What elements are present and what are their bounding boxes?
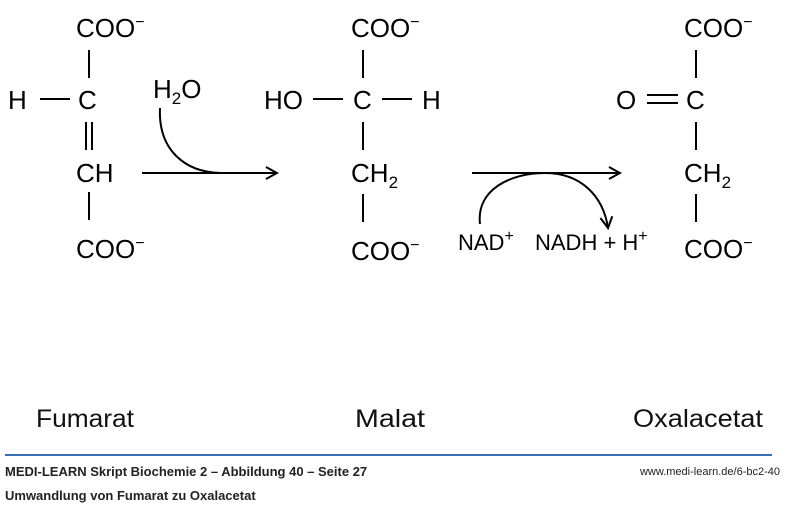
footer-url: www.medi-learn.de/6-bc2-40 (639, 466, 780, 478)
label-fumarat: Fumarat (36, 405, 134, 433)
svg-text:O: O (616, 85, 636, 115)
fumarate-structure: COO− H C CH COO− (8, 13, 145, 264)
footer-subtitle: Umwandlung von Fumarat zu Oxalacetat (5, 488, 256, 503)
svg-text:H2O: H2O (153, 74, 201, 108)
svg-text:CH2: CH2 (684, 158, 731, 192)
malate-structure: COO− HO C H CH2 COO− (264, 13, 441, 266)
hydration-arrow: H2O (142, 74, 277, 173)
label-malat: Malat (355, 405, 425, 433)
svg-text:COO−: COO− (684, 13, 753, 43)
footer-divider (5, 454, 772, 456)
svg-text:HO: HO (264, 85, 303, 115)
svg-text:COO−: COO− (351, 13, 420, 43)
svg-text:NADH + H+: NADH + H+ (535, 228, 648, 255)
svg-text:COO−: COO− (684, 234, 753, 264)
oxaloacetate-structure: COO− O C CH2 COO− (616, 13, 753, 264)
svg-text:COO−: COO− (351, 236, 420, 266)
label-oxalacetat: Oxalacetat (633, 405, 763, 433)
svg-text:COO−: COO− (76, 234, 145, 264)
svg-text:CH2: CH2 (351, 158, 398, 192)
svg-text:H: H (422, 85, 441, 115)
svg-text:NAD+: NAD+ (458, 228, 514, 255)
svg-text:COO−: COO− (76, 13, 145, 43)
oxidation-arrow: NAD+ NADH + H+ (458, 173, 648, 255)
svg-text:H: H (8, 85, 27, 115)
footer-title: MEDI-LEARN Skript Biochemie 2 – Abbildun… (5, 464, 368, 479)
svg-text:CH: CH (76, 158, 114, 188)
svg-text:C: C (353, 85, 372, 115)
svg-text:C: C (78, 85, 97, 115)
svg-text:C: C (686, 85, 705, 115)
